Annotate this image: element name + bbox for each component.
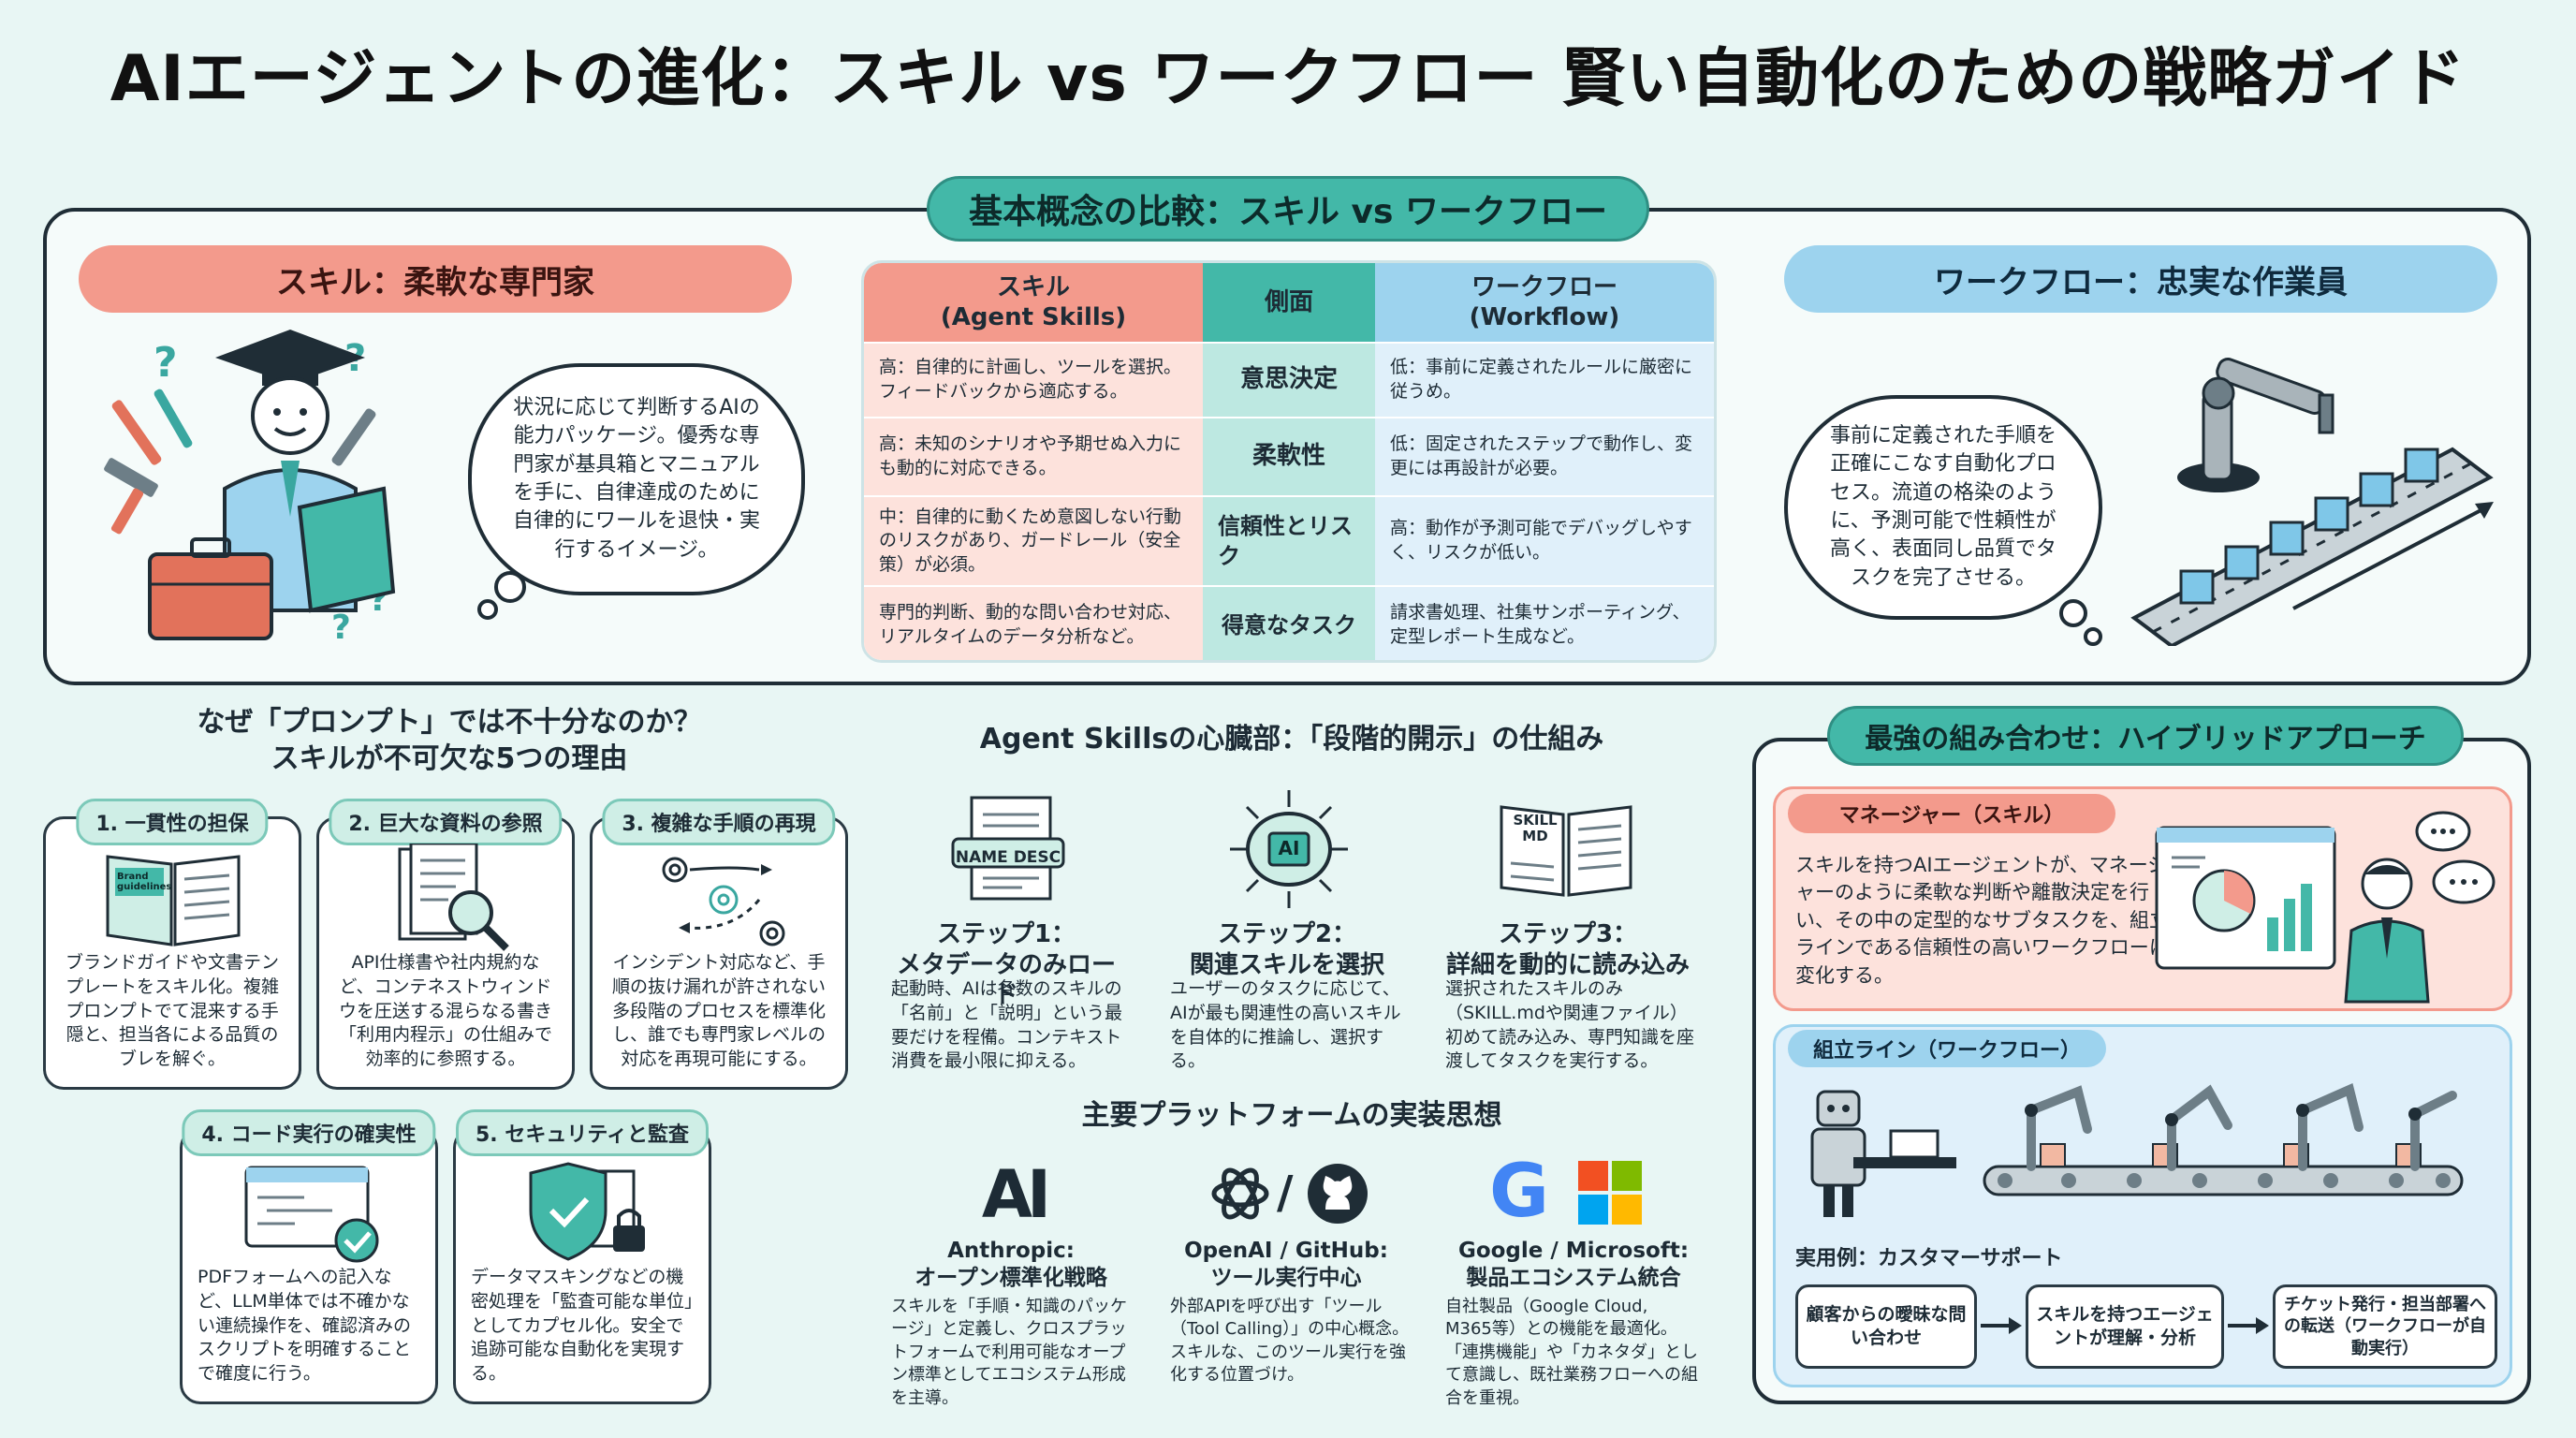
reason-card-label: 4. コード実行の確実性 bbox=[182, 1109, 436, 1156]
step-3-title: ステップ3： 詳細を動的に読み込み bbox=[1445, 920, 1690, 979]
workflow-bubble-dot-small bbox=[2084, 627, 2102, 646]
skill-book-label: SKILL MD bbox=[1513, 812, 1558, 844]
document-icon-label: NAME DESC bbox=[955, 848, 1061, 867]
reason-card-text: ブランドガイドや文書テンプレートをスキル化。複雑プロンプトでて混来する手隠と、担… bbox=[65, 951, 279, 1070]
platform-anthropic-text: スキルを「手順・知識のパッケージ」と定義し、クロスプラットフォームで利用可能なオ… bbox=[891, 1297, 1127, 1408]
table-cell-skill: 高：未知のシナリオや予期せぬ入力にも動的に対応できる。 bbox=[864, 417, 1203, 495]
platform-google-title: Google / Microsoft: 製品エコシステム統合 bbox=[1457, 1239, 1690, 1290]
anthropic-logo: AI bbox=[981, 1156, 1051, 1233]
page-title: AIエージェントの進化：スキル vs ワークフロー 賢い自動化のための戦略ガイド bbox=[110, 42, 2466, 116]
table-header-row: スキル (Agent Skills) 側面 ワークフロー (Workflow) bbox=[864, 263, 1714, 342]
flow-step-1: 顧客からの曖昧な問い合わせ bbox=[1795, 1284, 1977, 1369]
platform-openai-text: 外部APIを呼び出す「ツール（Tool Calling）」の中心概念。スキルな、… bbox=[1170, 1297, 1410, 1386]
assembly-line-illustration bbox=[1810, 1083, 2464, 1217]
reason-card-3: 3. 複雑な手順の再現 インシデント対応など、手順の抜け漏れが許されない多段階の… bbox=[590, 799, 848, 1090]
skill-bubble-dot-large bbox=[494, 571, 526, 603]
table-cell-skill: 高：自律的に計画し、ツールを選択。フィードバックから適応する。 bbox=[864, 342, 1203, 417]
svg-text:?: ? bbox=[331, 609, 351, 647]
table-header-workflow: ワークフロー (Workflow) bbox=[1375, 263, 1714, 342]
table-header-aspect: 側面 bbox=[1203, 263, 1375, 342]
workflow-bubble-dot-large bbox=[2059, 599, 2087, 627]
reason-card-text: API仕様書や社内規約など、コンテネストウィンドウを圧送する混らなる書き「利用内… bbox=[338, 951, 552, 1070]
table-cell-workflow: 請求書処理、社集サンポーティング、定型レポート生成など。 bbox=[1375, 585, 1714, 660]
skill-thought-bubble: 状況に応じて判断するAIの能力パッケージ。優秀な専門家が基具箱とマニュアルを手に… bbox=[468, 363, 805, 595]
reason-card-5: 5. セキュリティと監査 データマスキングなどの機密処理を「監査可能な単位」とし… bbox=[453, 1109, 711, 1404]
table-row: 高：自律的に計画し、ツールを選択。フィードバックから適応する。 意思決定 低：事… bbox=[864, 342, 1714, 417]
table-cell-skill: 中：自律的に動くため意図しない行動のリスクがあり、ガードレール（安全策）が必須。 bbox=[864, 495, 1203, 585]
example-label: 実用例：カスタマーサポート bbox=[1795, 1247, 2063, 1270]
workflow-thought-bubble: 事前に定義された手順を正確にこなす自動化プロセス。流道の格染のように、予測可能で… bbox=[1784, 395, 2102, 620]
step-2-title: ステップ2： 関連スキルを選択 bbox=[1189, 920, 1384, 979]
workflow-heading: ワークフロー：忠実な作業員 bbox=[1784, 245, 2497, 313]
table-row: 専門的判断、動的な問い合わせ対応、リアルタイムのデータ分析など。 得意なタスク … bbox=[864, 585, 1714, 660]
table-cell-workflow: 高：動作が予測可能でデバッグしやすく、リスクが低い。 bbox=[1375, 495, 1714, 585]
table-cell-aspect: 得意なタスク bbox=[1203, 585, 1375, 660]
comparison-table: スキル (Agent Skills) 側面 ワークフロー (Workflow) … bbox=[861, 260, 1717, 663]
skill-heading: スキル：柔軟な専門家 bbox=[79, 245, 792, 313]
google-logo-icon: G bbox=[1488, 1150, 1550, 1234]
hybrid-heading: 最強の組み合わせ：ハイブリッドアプローチ bbox=[1827, 706, 2464, 766]
ai-chip-label: AI bbox=[1278, 837, 1300, 859]
reason-card-text: データマスキングなどの機密処理を「監査可能な単位」としてカプセル化。安全で追跡可… bbox=[471, 1266, 694, 1385]
platform-separator: / bbox=[1277, 1167, 1294, 1219]
step-1-text: 起動時、AIは各数のスキルの「名前」と「説明」という最要だけを程備。コンテキスト… bbox=[891, 978, 1123, 1072]
comparison-heading: 基本概念の比較：スキル vs ワークフロー bbox=[927, 176, 1649, 242]
table-cell-aspect: 柔軟性 bbox=[1203, 417, 1375, 495]
step-3-text: 選択されたスキルのみ（SKILL.mdや関連ファイル）初めて読み込み、専門知識を… bbox=[1445, 978, 1695, 1072]
reason-card-label: 1. 一貫性の担保 bbox=[76, 799, 269, 845]
platform-google-text: 自社製品（Google Cloud, M365等）との機能を最適化。「連携機能」… bbox=[1445, 1297, 1698, 1408]
manager-dashboard-illustration bbox=[2155, 811, 2496, 1004]
reason-card-label: 2. 巨大な資料の参照 bbox=[329, 799, 563, 845]
manager-text: スキルを持つAIエージェントが、マネージャーのように柔軟な判断や離散決定を行い、… bbox=[1795, 854, 2169, 987]
table-cell-workflow: 低：事前に定義されたルールに厳密に従うめ。 bbox=[1375, 342, 1714, 417]
reason-card-text: インシデント対応など、手順の抜け漏れが許されない多段階のプロセスを標準化し、誰で… bbox=[611, 951, 826, 1070]
github-logo-icon bbox=[1308, 1164, 1368, 1224]
table-cell-workflow: 低：固定されたステップで動作し、変更には再設計が必要。 bbox=[1375, 417, 1714, 495]
book-cover-text: Brand guidelines bbox=[117, 872, 172, 892]
table-row: 中：自律的に動くため意図しない行動のリスクがあり、ガードレール（安全策）が必須。… bbox=[864, 495, 1714, 585]
shield-lock-icon bbox=[529, 1162, 645, 1261]
magnifier-document-icon bbox=[398, 844, 509, 951]
platforms-heading: 主要プラットフォームの実装思想 bbox=[1081, 1099, 1502, 1132]
reason-card-2: 2. 巨大な資料の参照 API仕様書や社内規約など、コンテネストウィンドウを圧送… bbox=[316, 799, 575, 1090]
reason-card-1: 1. 一貫性の担保 Brand guidelines ブランドガイドや文書テンプ… bbox=[43, 799, 301, 1090]
gears-flow-icon bbox=[662, 857, 785, 946]
reasons-heading: なぜ「プロンプト」では不十分なのか？ スキルが不可欠な5つの理由 bbox=[197, 706, 702, 775]
reason-card-label: 5. セキュリティと監査 bbox=[455, 1109, 710, 1156]
table-cell-skill: 専門的判断、動的な問い合わせ対応、リアルタイムのデータ分析など。 bbox=[864, 585, 1203, 660]
flow-step-3: チケット発行・担当部署への転送（ワークフローが自動実行） bbox=[2273, 1284, 2497, 1369]
ai-brain-chip-icon bbox=[1230, 790, 1348, 908]
document-icon bbox=[951, 796, 1065, 901]
reason-card-label: 3. 複雑な手順の再現 bbox=[602, 799, 836, 845]
table-cell-aspect: 信頼性とリスク bbox=[1203, 495, 1375, 585]
reason-card-text: PDFフォームへの記入など、LLM単体では不確かない連続操作を、確認済みのスクリ… bbox=[198, 1266, 412, 1385]
flow-arrow-icon bbox=[2228, 1317, 2269, 1334]
skill-book-icon bbox=[1500, 805, 1632, 897]
microsoft-logo-icon bbox=[1578, 1161, 1642, 1225]
openai-logo-icon bbox=[1211, 1167, 1269, 1220]
conveyor-robot-illustration bbox=[2130, 358, 2494, 646]
svg-text:?: ? bbox=[154, 339, 178, 387]
table-header-skill: スキル (Agent Skills) bbox=[864, 263, 1203, 342]
table-row: 高：未知のシナリオや予期せぬ入力にも動的に対応できる。 柔軟性 低：固定されたス… bbox=[864, 417, 1714, 495]
step-2-text: ユーザーのタスクに応じて、AIが最も関連性の高いスキルを自体的に推論し、選択する… bbox=[1170, 978, 1401, 1072]
manager-label: マネージャー（スキル） bbox=[1788, 794, 2115, 833]
code-check-icon bbox=[244, 1166, 379, 1263]
platform-openai-title: OpenAI / GitHub: ツール実行中心 bbox=[1184, 1239, 1388, 1290]
skill-bubble-dot-small bbox=[477, 599, 498, 620]
assembly-line-label: 組立ライン（ワークフロー） bbox=[1788, 1030, 2106, 1067]
reason-card-4: 4. コード実行の確実性 PDFフォームへの記入など、LLM単体では不確かない連… bbox=[180, 1109, 438, 1404]
platform-anthropic-title: Anthropic: オープン標準化戦略 bbox=[915, 1239, 1107, 1290]
disclosure-heading: Agent Skillsの心臓部：「段階的開示」の仕組み bbox=[979, 723, 1604, 756]
expert-illustration: ? ? ? ? bbox=[104, 330, 396, 647]
book-icon bbox=[106, 855, 241, 946]
table-cell-aspect: 意思決定 bbox=[1203, 342, 1375, 417]
step-1-title: ステップ1： メタデータのみロード bbox=[896, 920, 1116, 1009]
flow-step-2: スキルを持つエージェントが理解・分析 bbox=[2026, 1284, 2224, 1369]
flow-arrow-icon bbox=[1981, 1317, 2022, 1334]
